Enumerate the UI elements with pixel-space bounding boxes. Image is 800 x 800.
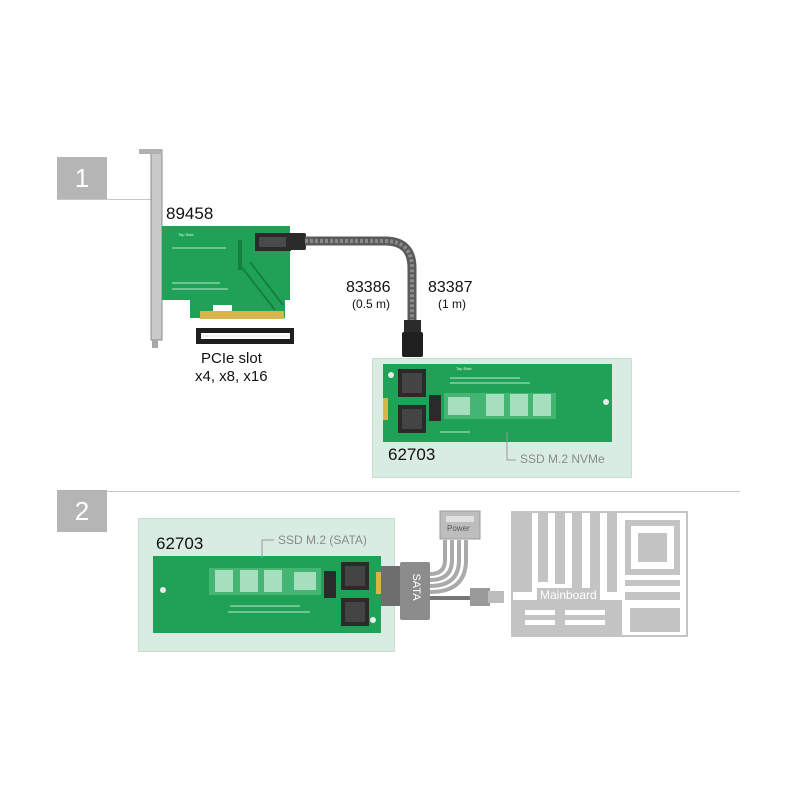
svg-text:Top Side: Top Side — [178, 232, 194, 237]
svg-text:Top Side: Top Side — [456, 366, 472, 371]
pcie-bracket — [139, 149, 163, 348]
ssd-sata-label: SSD M.2 (SATA) — [278, 533, 367, 547]
ssd-nvme-pointer — [506, 432, 516, 461]
cable-b-id: 83387 — [428, 279, 473, 296]
ssd-nvme-label: SSD M.2 NVMe — [520, 452, 605, 466]
adapter-board-2-pcb — [153, 556, 381, 633]
adapter-board-1-pcb: Top Side — [383, 364, 612, 442]
controller-card-label: 89458 — [166, 204, 214, 223]
step-badge-2: 2 — [57, 490, 107, 532]
controller-card-pcb: Top Side — [162, 226, 291, 319]
cable-a-length: (0.5 m) — [352, 297, 391, 311]
adapter-1-label: 62703 — [388, 445, 436, 464]
ssd-sata-pointer — [261, 539, 274, 558]
sata-label: SATA — [410, 573, 422, 601]
pcie-slot-label-line1: PCIe slot — [201, 350, 262, 367]
cable-a-id: 83386 — [346, 279, 391, 296]
section-divider-middle — [107, 491, 740, 492]
step-badge-1: 1 — [57, 157, 107, 199]
adapter-2-label: 62703 — [156, 534, 204, 553]
power-label: Power — [447, 524, 470, 533]
pcie-slot-label-line2: x4, x8, x16 — [195, 368, 268, 385]
sata-power-cable — [381, 510, 504, 620]
cable-b-length: (1 m) — [438, 297, 466, 311]
mainboard-label: Mainboard — [537, 588, 600, 602]
section-divider-top — [57, 199, 157, 200]
mainboard-illustration — [511, 511, 688, 637]
pcie-slot — [196, 328, 294, 344]
sff-cable — [286, 233, 423, 357]
